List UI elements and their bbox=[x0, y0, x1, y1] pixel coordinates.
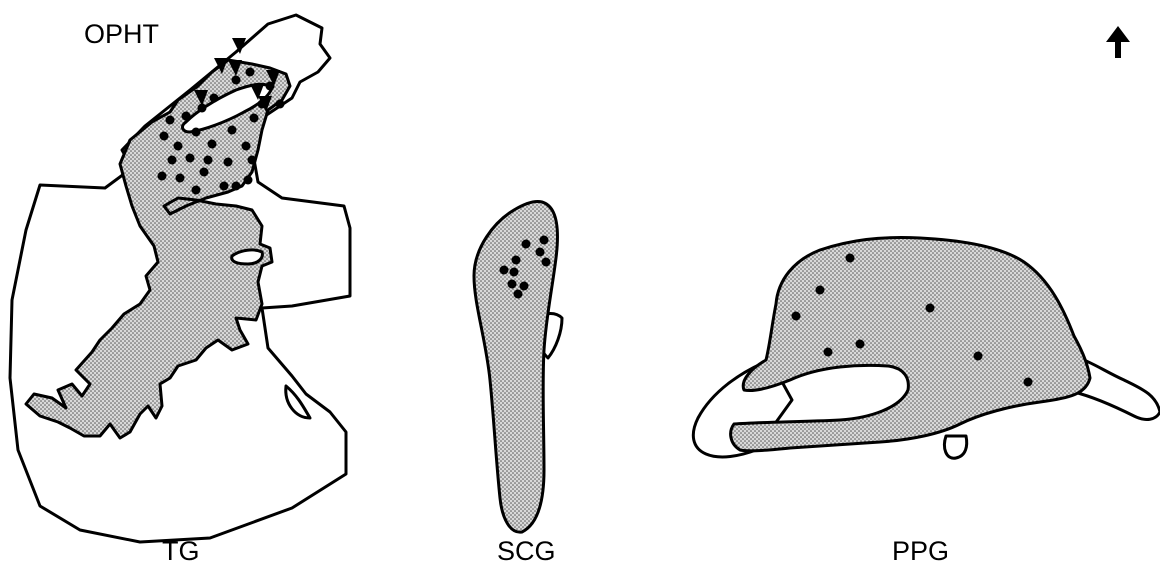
ppg-labeled-cell bbox=[1024, 378, 1033, 387]
tg-labeled-cell bbox=[210, 94, 219, 103]
tg-labeled-cell bbox=[242, 142, 251, 151]
ppg-labeled-cell bbox=[846, 254, 855, 263]
tg-labeled-cell bbox=[246, 68, 255, 77]
tg-labeled-cell bbox=[220, 182, 229, 191]
scg-labeled-cell bbox=[514, 290, 523, 299]
ppg-labeled-cell bbox=[926, 304, 935, 313]
tg-labeled-cell bbox=[232, 182, 241, 191]
ppg-labeled-cell bbox=[856, 340, 865, 349]
tg-labeled-cell bbox=[186, 154, 195, 163]
tg-pocket bbox=[232, 250, 263, 264]
ppg-labeled-cell bbox=[824, 348, 833, 357]
ppg-tissue bbox=[731, 238, 1090, 451]
scg-panel: SCG bbox=[474, 201, 562, 566]
tg-labeled-cell bbox=[160, 132, 169, 141]
tg-labeled-cell bbox=[182, 112, 191, 121]
scg-labeled-cell bbox=[542, 258, 551, 267]
tg-labeled-cell bbox=[208, 140, 217, 149]
ppg-labeled-cell bbox=[816, 286, 825, 295]
ppg-labeled-cell bbox=[792, 312, 801, 321]
scg-labeled-cell bbox=[510, 268, 519, 277]
scg-tissue bbox=[474, 201, 557, 532]
ppg-panel: PPG bbox=[693, 238, 1160, 566]
scg-labeled-cell bbox=[500, 266, 509, 275]
tg-labeled-cell bbox=[192, 186, 201, 195]
tg-panel: OPHT TG bbox=[10, 15, 350, 566]
tg-labeled-cell bbox=[224, 158, 233, 167]
scg-labeled-cell bbox=[536, 248, 545, 257]
ppg-bulb bbox=[944, 436, 966, 458]
scg-label: SCG bbox=[497, 536, 556, 566]
ppg-label: PPG bbox=[892, 536, 949, 566]
tg-labeled-cell bbox=[232, 76, 241, 85]
tg-label: TG bbox=[162, 536, 200, 566]
tg-labeled-cell bbox=[158, 172, 167, 181]
tg-labeled-cell bbox=[244, 176, 253, 185]
tg-labeled-cell bbox=[176, 174, 185, 183]
scg-labeled-cell bbox=[508, 280, 517, 289]
tg-labeled-cell bbox=[174, 142, 183, 151]
tg-labeled-cell bbox=[168, 156, 177, 165]
scg-labeled-cell bbox=[540, 236, 549, 245]
tg-labeled-cell bbox=[228, 126, 237, 135]
tg-labeled-cell bbox=[250, 114, 259, 123]
scg-labeled-cell bbox=[522, 240, 531, 249]
tg-labeled-cell bbox=[200, 168, 209, 177]
tg-labeled-cell bbox=[204, 156, 213, 165]
tg-labeled-cell bbox=[276, 100, 285, 109]
tg-labeled-cell bbox=[166, 116, 175, 125]
tg-labeled-cell bbox=[192, 128, 201, 137]
up-arrow-icon bbox=[1106, 26, 1130, 58]
scg-labeled-cell bbox=[520, 282, 529, 291]
opht-label: OPHT bbox=[84, 19, 159, 49]
ppg-labeled-cell bbox=[974, 352, 983, 361]
tg-labeled-cell bbox=[248, 156, 257, 165]
scg-labeled-cell bbox=[512, 256, 521, 265]
